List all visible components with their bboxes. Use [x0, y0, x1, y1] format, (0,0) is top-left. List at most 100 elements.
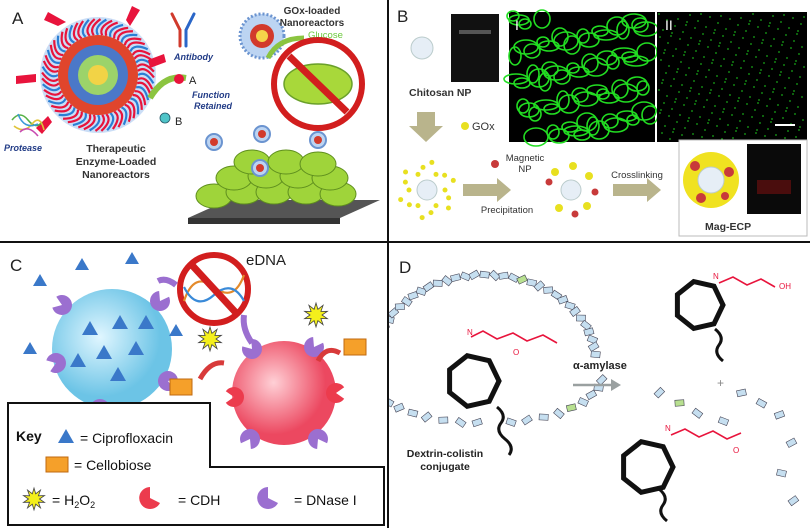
fluor-dot	[703, 106, 705, 108]
network-cell	[616, 20, 630, 40]
glucose-unit	[450, 273, 461, 283]
protease-label: Protease	[4, 143, 42, 153]
fluor-dot	[683, 54, 685, 56]
gox-particle	[419, 215, 425, 221]
network-cell	[591, 25, 609, 37]
fluor-dot	[746, 53, 748, 55]
title-line3: Nanoreactors	[82, 169, 150, 181]
gox-particle	[433, 203, 439, 209]
mag-ecp-vial-band	[757, 180, 791, 194]
network-cell	[598, 92, 620, 104]
free-cipro	[75, 258, 89, 270]
fluor-dot	[759, 122, 761, 124]
fluor-dot	[756, 129, 758, 131]
glucose-unit	[516, 274, 528, 285]
fluor-dot	[772, 15, 774, 17]
panel-c: C eDNA Key = Ciprofloxacin = Cellobiose …	[0, 243, 387, 528]
polymer-strand	[123, 37, 142, 46]
fluor-dot	[785, 110, 787, 112]
fluor-dot	[714, 105, 716, 107]
gox-particle	[415, 171, 421, 177]
fluor-dot	[707, 46, 709, 48]
fluor-dot	[694, 103, 696, 105]
glucose-unit	[441, 275, 453, 287]
fluor-dot	[769, 98, 771, 100]
fluor-dot	[736, 127, 738, 129]
polymer-strand	[86, 18, 96, 37]
fluor-dot	[671, 108, 673, 110]
polymer-strand	[47, 97, 67, 105]
fluor-dot	[732, 137, 734, 139]
polymer-strand	[56, 35, 66, 53]
arrow-dnase-pink	[240, 314, 255, 345]
fluor-dot	[762, 115, 764, 117]
gox-particle	[429, 159, 435, 165]
fluor-dot	[706, 99, 708, 101]
fluor-dot	[799, 76, 801, 78]
fluor-dot	[723, 58, 725, 60]
network-cell	[538, 72, 552, 92]
free-cipro	[125, 252, 139, 264]
fluor-dot	[692, 57, 694, 59]
glucose-unit	[498, 271, 509, 280]
fluor-dot	[689, 14, 691, 16]
fluor-dot	[798, 53, 800, 55]
glucose-unit	[415, 286, 427, 296]
fluor-dot	[737, 100, 739, 102]
scale-bar	[775, 124, 795, 126]
polymer-strand	[106, 112, 115, 131]
fluor-dot	[703, 56, 705, 58]
glucose-unit	[507, 272, 520, 283]
fluor-dot	[660, 109, 662, 111]
cellobiose-2	[169, 378, 193, 396]
fluor-dot	[727, 48, 729, 50]
fluor-dot	[658, 89, 660, 91]
fluor-dot	[695, 50, 697, 52]
fluor-dot	[712, 135, 714, 137]
network-cell	[523, 43, 541, 59]
marker-b	[159, 112, 171, 124]
fluor-dot	[797, 30, 799, 32]
network-cell	[516, 98, 530, 114]
fluor-dot	[777, 28, 779, 30]
glucose-unit	[538, 413, 549, 421]
micrograph-2	[657, 12, 807, 142]
gox-label-line2: Nanoreactors	[280, 18, 345, 29]
polymer-strand	[130, 97, 140, 115]
marker-b-label: B	[175, 116, 182, 128]
fluor-dot	[719, 42, 721, 44]
fluor-dot	[761, 92, 763, 94]
fluor-dot	[680, 61, 682, 63]
bead-ciprofloxacin	[70, 315, 154, 381]
fluor-dot	[679, 38, 681, 40]
network-cell	[603, 117, 629, 133]
fluor-dot	[666, 95, 668, 97]
network-cell	[588, 120, 610, 140]
glucose-unit	[471, 417, 483, 428]
fluor-dot	[802, 119, 804, 121]
polymer-strand	[49, 44, 62, 60]
fluor-dot	[683, 104, 685, 106]
fluor-dot	[697, 20, 699, 22]
mag-ecp-label: Mag-ECP	[705, 221, 751, 233]
fluor-dot	[741, 90, 743, 92]
small-reactor-core	[258, 130, 266, 138]
glucose-unit	[488, 269, 501, 282]
glucose-unit	[595, 374, 608, 386]
network-cell	[543, 103, 561, 115]
glucose-unit	[438, 416, 449, 424]
panel-d-svg: D N O Dextrin-colistin conjugate α-amyla…	[389, 258, 800, 523]
cell-monolayer	[188, 149, 380, 224]
fluor-dot	[761, 42, 763, 44]
fluor-dot	[801, 96, 803, 98]
glucose-unit	[526, 278, 538, 287]
panel-a: A Antibody A B Function Retained Proteas…	[0, 0, 387, 241]
polymer-strand	[124, 103, 132, 123]
fluor-dot	[792, 93, 794, 95]
atom-n-product: N	[713, 272, 719, 281]
fluor-dot	[710, 89, 712, 91]
free-cipro	[33, 274, 47, 286]
fluor-dot	[766, 55, 768, 57]
fluor-dot	[796, 83, 798, 85]
fluor-dot	[776, 81, 778, 83]
